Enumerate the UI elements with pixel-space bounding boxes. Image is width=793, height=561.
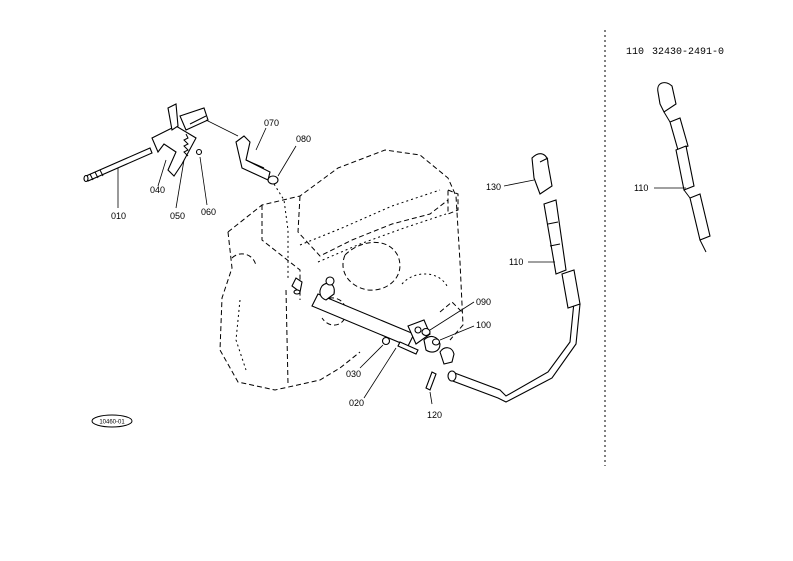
spring-050 [175,133,189,209]
callout-030: 030 [346,369,361,379]
ball-060 [195,148,208,206]
transmission-case-outline [219,149,464,391]
shift-arm-070 [205,119,271,181]
knob-130 [503,153,553,195]
callout-010: 010 [111,211,126,221]
callout-130: 130 [486,182,501,192]
callout-080: 080 [296,134,311,144]
callout-060: 060 [201,207,216,217]
detail-lever-110 [654,82,711,253]
washer-100 [431,325,475,346]
callout-090: 090 [476,297,491,307]
callout-110-detail: 110 [634,183,648,193]
callout-120: 120 [427,410,442,420]
callout-040: 040 [150,185,165,195]
shift-rod-010 [83,147,153,208]
drawing-stamp: 10460-01 [91,414,133,428]
o-ring-080 [267,145,297,280]
callout-110-main: 110 [509,257,523,267]
cross-shaft [291,276,441,353]
header-ref: 110 [626,47,644,58]
nut-090 [421,301,475,337]
callout-020: 020 [349,398,364,408]
stamp-text: 10460-01 [99,420,125,426]
pin-030 [359,336,391,369]
callout-050: 050 [170,211,185,221]
callout-070: 070 [264,118,279,128]
header-part-number: 32430-2491-0 [652,47,724,58]
callout-100: 100 [476,320,491,330]
shift-fork-040 [151,103,209,187]
shift-lever-110 [439,199,581,403]
pin-120 [425,371,437,405]
bolt-020 [363,341,419,399]
